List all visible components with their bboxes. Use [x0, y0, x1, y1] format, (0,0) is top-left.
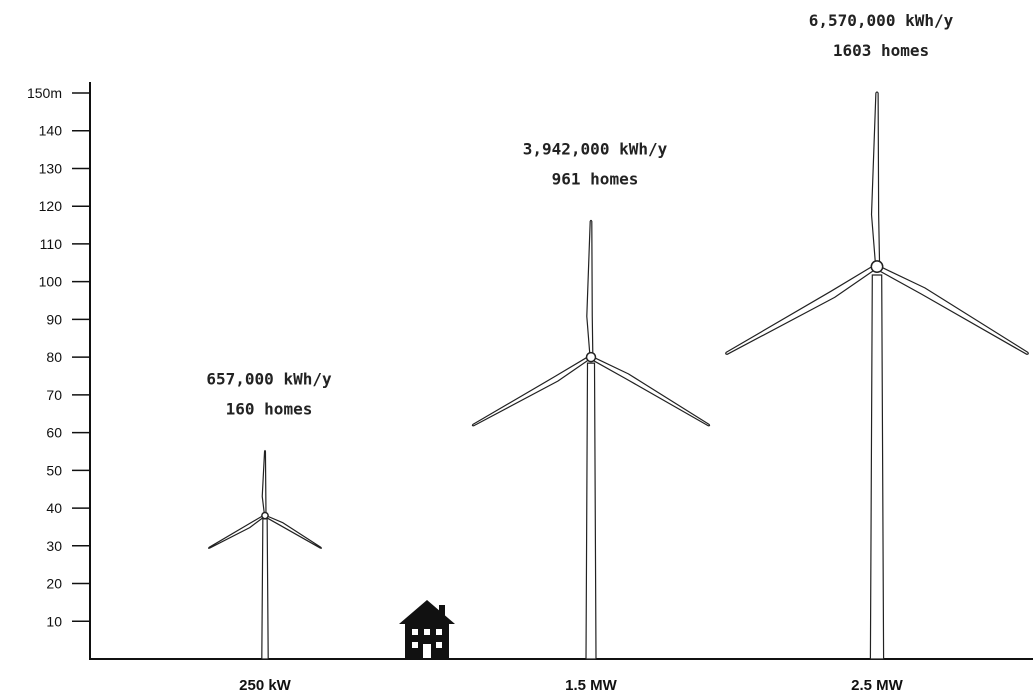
- energy-annotation: 3,942,000 kWh/y: [523, 139, 668, 158]
- turbine: 1.5 MW 3,942,000 kWh/y 961 homes: [471, 139, 711, 691]
- y-tick-label: 50: [46, 462, 62, 478]
- turbine-blade: [592, 356, 711, 427]
- y-tick-label: 120: [39, 198, 63, 214]
- turbine-blade: [878, 266, 1029, 355]
- y-tick-label: 110: [40, 236, 63, 252]
- y-tick-label: 10: [46, 613, 62, 629]
- turbine-blade: [207, 514, 265, 549]
- y-tick-label: 30: [46, 538, 62, 554]
- turbine: 2.5 MW 6,570,000 kWh/y 1603 homes: [725, 11, 1029, 691]
- turbine-hub: [585, 351, 597, 363]
- turbine-blade: [261, 449, 267, 515]
- y-tick-label: 20: [46, 576, 62, 592]
- x-category-label: 1.5 MW: [565, 677, 618, 691]
- turbine-hub: [870, 260, 884, 274]
- turbine-blade: [586, 219, 594, 355]
- turbine-tower: [261, 518, 269, 660]
- energy-annotation: 657,000 kWh/y: [206, 369, 332, 388]
- turbine: 250 kW 657,000 kWh/y 160 homes: [206, 369, 332, 691]
- y-tick-label: 60: [46, 425, 62, 441]
- x-category-label: 2.5 MW: [851, 677, 904, 691]
- turbine-tower: [869, 274, 885, 660]
- homes-annotation: 160 homes: [226, 399, 313, 418]
- y-tick-label: 90: [46, 311, 62, 327]
- turbines: 250 kW 657,000 kWh/y 160 homes 1.5 MW 3,942,…: [206, 11, 1029, 691]
- y-tick-label: 70: [46, 387, 62, 403]
- turbine-blade: [265, 515, 323, 549]
- y-tick-label: 80: [46, 349, 62, 365]
- y-tick-group: 10 20 30 40 50 60 70 80 90 100 110 120 130 140 150m: [27, 85, 90, 629]
- y-tick-label: 40: [46, 500, 62, 516]
- house-icon: [399, 600, 455, 658]
- turbine-blade: [725, 265, 875, 355]
- turbine-blade: [870, 91, 881, 263]
- y-tick-label: 130: [39, 160, 63, 176]
- y-tick-label: 140: [39, 123, 63, 139]
- homes-annotation: 961 homes: [552, 169, 639, 188]
- turbine-tower: [585, 362, 597, 660]
- homes-annotation: 1603 homes: [833, 41, 929, 60]
- y-tick-label: 100: [39, 274, 63, 290]
- turbine-hub: [261, 511, 269, 520]
- x-category-label: 250 kW: [239, 677, 292, 691]
- y-tick-label: 150m: [27, 85, 62, 101]
- energy-annotation: 6,570,000 kWh/y: [809, 11, 954, 30]
- turbine-blade: [471, 356, 590, 427]
